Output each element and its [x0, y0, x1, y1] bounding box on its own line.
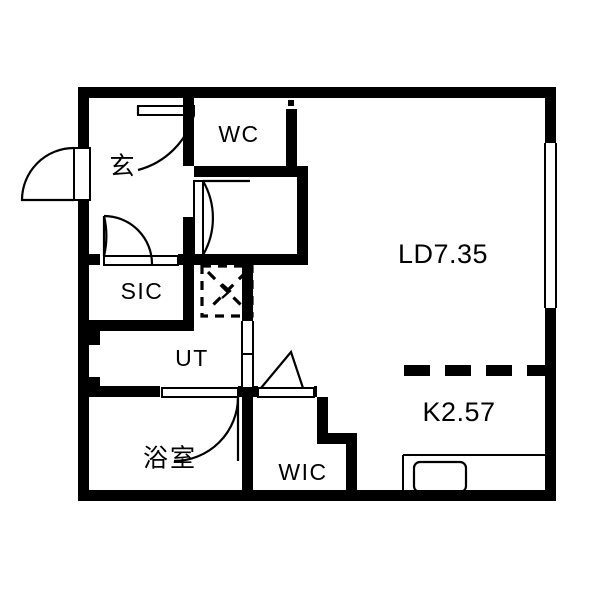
door-wc[interactable] — [193, 177, 250, 256]
door-wic[interactable] — [257, 349, 315, 398]
door-ut-sliding[interactable] — [241, 321, 254, 387]
room-labels: 玄 WC SIC UT 浴室 WIC LD7.35 K2.57 — [109, 121, 495, 485]
door-genkan-inner[interactable] — [136, 105, 196, 217]
room-label-kitchen: K2.57 — [422, 397, 495, 427]
room-label-ld: LD7.35 — [398, 239, 488, 269]
door-entrance[interactable] — [20, 146, 91, 202]
balcony-window-opening — [545, 143, 556, 308]
room-label-bathroom: 浴室 — [143, 445, 197, 473]
washing-machine-pan-icon — [200, 264, 254, 318]
room-label-genkan: 玄 — [109, 153, 136, 181]
outer-walls — [78, 87, 557, 501]
kitchen-sink-icon — [412, 460, 468, 494]
room-label-wc: WC — [218, 121, 259, 147]
room-label-wic: WIC — [278, 459, 327, 485]
door-sic[interactable] — [100, 214, 179, 266]
door-bathroom[interactable] — [160, 386, 240, 463]
room-label-ut: UT — [175, 345, 209, 371]
room-label-sic: SIC — [121, 278, 164, 304]
balcony-window-icon — [544, 143, 557, 308]
kitchen-counter-icon — [402, 454, 545, 494]
ld-kitchen-partition — [404, 365, 553, 376]
